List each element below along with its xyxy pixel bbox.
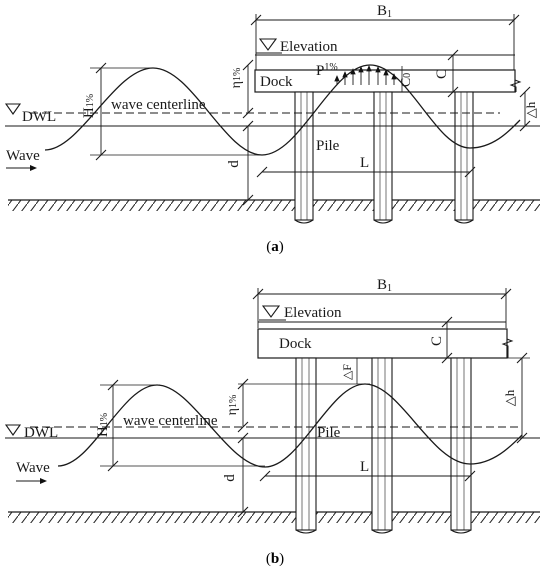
delta-h-label: △h <box>502 389 517 406</box>
wave-curve <box>57 383 523 468</box>
c0-label: C0 <box>399 73 414 87</box>
dock-slab <box>257 328 508 359</box>
b1-label: B1 <box>377 277 392 294</box>
wave-pressure-arrows <box>334 65 397 85</box>
dwl-label: DWL <box>24 425 58 441</box>
wave-label: Wave <box>6 148 40 164</box>
elevation-label: Elevation <box>280 39 338 55</box>
pile-label: Pile <box>317 425 341 441</box>
pile-label: Pile <box>316 138 340 154</box>
panel-a <box>4 14 540 224</box>
eta-label: η1% <box>229 68 244 89</box>
caption-a: (a) <box>266 239 284 255</box>
b1-label: B1 <box>377 3 392 20</box>
caption-b: (b) <box>266 551 284 567</box>
seabed-hatch <box>8 200 540 211</box>
dwl-label: DWL <box>22 109 56 125</box>
delta-f-label: △F <box>340 364 354 380</box>
delta-h-label: △h <box>523 101 538 118</box>
pile-2 <box>373 91 393 224</box>
elevation-label: Elevation <box>284 305 342 321</box>
pile-3 <box>454 91 474 224</box>
dock-label: Dock <box>260 74 293 90</box>
wave-centerline-label: wave centerline <box>111 97 206 113</box>
c-label: C <box>434 69 450 79</box>
l-label: L <box>360 459 369 475</box>
h1-label: H1% <box>95 413 111 437</box>
pile-2 <box>371 357 393 534</box>
wave-curve <box>44 64 521 156</box>
dwl-marker-icon <box>4 424 22 436</box>
elevation-marker-icon <box>258 38 278 51</box>
pile-3 <box>450 357 472 534</box>
wave-centerline-label: wave centerline <box>123 413 218 429</box>
dock-label: Dock <box>279 336 312 352</box>
pile-1 <box>294 91 314 224</box>
dock-slab <box>254 69 516 93</box>
c-label: C <box>429 336 445 346</box>
d-label: d <box>222 474 238 482</box>
l-label: L <box>360 155 369 171</box>
h1-label: H1% <box>81 94 97 118</box>
panel-b-labels: B1 Elevation Dock C △F △h η1% DWL H1% wa… <box>16 277 517 567</box>
elevation-marker-icon <box>261 305 281 318</box>
pile-1 <box>295 357 317 534</box>
panel-a-labels: B1 Elevation Dock η1% P1% C0 C △h DWL H1… <box>6 3 538 255</box>
dwl-marker-icon <box>4 103 22 115</box>
wave-label: Wave <box>16 460 50 476</box>
eta-label: η1% <box>225 395 240 416</box>
d-label: d <box>226 160 242 168</box>
seabed-hatch <box>8 512 540 523</box>
panel-b <box>4 288 540 534</box>
p-label: P1% <box>316 62 338 79</box>
